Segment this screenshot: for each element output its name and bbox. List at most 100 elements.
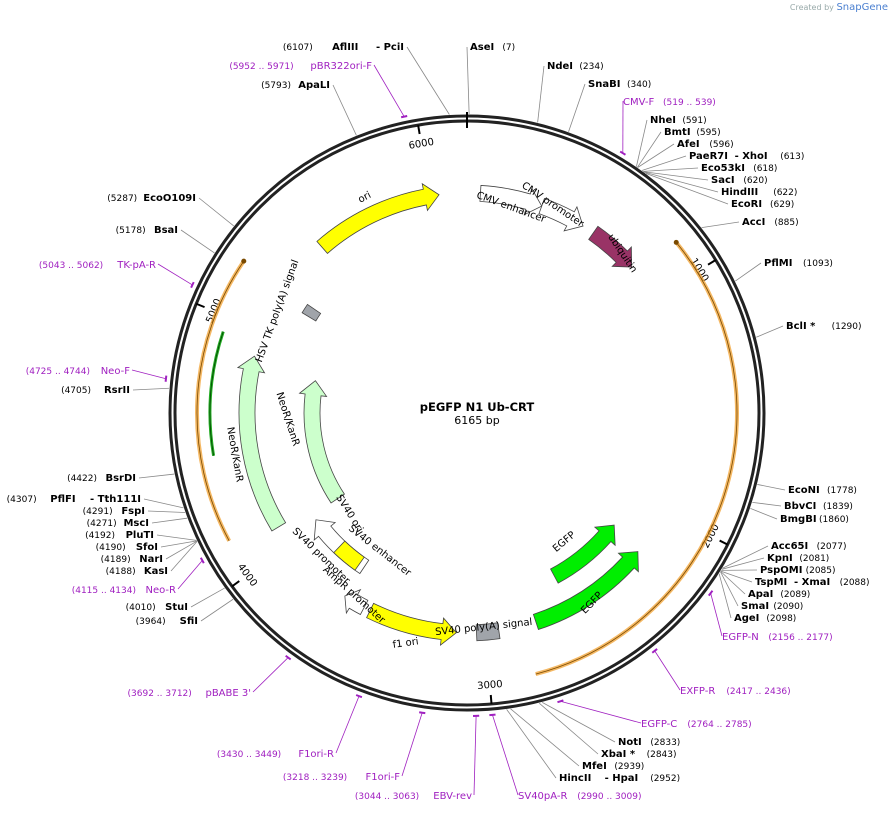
site-leader-KasI bbox=[170, 541, 198, 572]
site-leader-SmaI bbox=[720, 571, 739, 607]
site-num-PflFI: (4307) bbox=[7, 495, 37, 505]
site-num-SnaBI: (340) bbox=[627, 80, 651, 90]
site-label-BbvCI: BbvCI bbox=[784, 501, 816, 512]
site-leader-AseI bbox=[466, 46, 470, 115]
site-label-SfiI: SfiI bbox=[180, 616, 198, 627]
site-leader-FspI bbox=[147, 510, 186, 513]
primer-label-F1ori-F: F1ori-F bbox=[366, 772, 401, 783]
site-num-EcoO109I: (5287) bbox=[107, 194, 137, 204]
site-label-BsaI: BsaI bbox=[154, 225, 178, 236]
primer-mark-EGFP-N bbox=[707, 590, 714, 597]
site-label-BmtI: BmtI bbox=[664, 127, 691, 138]
site-num-Acc65I: (2077) bbox=[817, 542, 847, 552]
feature-ori bbox=[316, 182, 440, 254]
site-num-PspOMI: (2085) bbox=[806, 566, 836, 576]
site-leader-StuI bbox=[190, 587, 225, 608]
site-label-SnaBI: SnaBI bbox=[588, 79, 620, 90]
primer-num-CMV-F: (519 .. 539) bbox=[663, 98, 716, 108]
site-label-ApaLI: ApaLI bbox=[298, 80, 330, 91]
scale-tick-4000 bbox=[231, 580, 240, 588]
primer-leader-SV40pA-R bbox=[492, 714, 519, 796]
site-num-RsrII: (4705) bbox=[61, 386, 91, 396]
site-leader-EcoRI bbox=[645, 172, 729, 205]
site-leader-ApaI bbox=[720, 571, 746, 595]
site-num-Eco53kI: (618) bbox=[753, 164, 777, 174]
site-num-NheI: (591) bbox=[682, 116, 706, 126]
site-leader-SfiI bbox=[200, 598, 234, 622]
site-num-PaeR7I: (613) bbox=[780, 152, 804, 162]
feature-sv40-ori bbox=[333, 540, 365, 571]
site-label-AflIII: AflIII bbox=[332, 42, 358, 53]
site-label-BclI: BclI * bbox=[786, 321, 816, 332]
site-leader-NheI bbox=[636, 119, 648, 167]
green-orf-arc-line bbox=[209, 331, 224, 456]
primer-num-EBV-rev: (3044 .. 3063) bbox=[355, 792, 419, 802]
orf-arrow-tip-1 bbox=[241, 258, 247, 264]
site-label-FspI: FspI bbox=[121, 506, 145, 517]
primer-num-Neo-F: (4725 .. 4744) bbox=[26, 367, 90, 377]
scale-tick-3000 bbox=[489, 694, 493, 705]
feature-egfp-1 bbox=[550, 524, 616, 584]
site-label-NdeI: NdeI bbox=[547, 61, 573, 72]
primer-mark-Neo-R bbox=[199, 557, 205, 564]
site-label2-TspMI: - XmaI bbox=[794, 577, 830, 588]
primer-num-TK-pA-R: (5043 .. 5062) bbox=[39, 261, 103, 271]
site-leader-BsrDI bbox=[138, 473, 175, 479]
site-leader-HincII bbox=[506, 709, 557, 779]
primer-leader-Neo-F bbox=[131, 369, 167, 380]
site-num-SmaI: (2090) bbox=[773, 602, 803, 612]
primer-leader-EGFP-N bbox=[710, 593, 723, 637]
site-leader-PaeR7I bbox=[641, 155, 687, 171]
site-leader-BsaI bbox=[180, 229, 215, 254]
site-label-Acc65I: Acc65I bbox=[771, 541, 808, 552]
site-num-BsaI: (5178) bbox=[116, 226, 146, 236]
site-num-MfeI: (2939) bbox=[614, 762, 644, 772]
primer-num-pBABE-3: (3692 .. 3712) bbox=[128, 689, 192, 699]
scale-tick-1000 bbox=[707, 259, 717, 266]
site-leader-SnaBI bbox=[568, 83, 586, 132]
site-num-BbvCI: (1839) bbox=[823, 502, 853, 512]
site-label-HindIII: HindIII bbox=[721, 187, 758, 198]
site-label-SmaI: SmaI bbox=[741, 601, 769, 612]
site-label-PaeR7I: PaeR7I bbox=[689, 151, 728, 162]
site-label-HincII: HincII bbox=[559, 773, 591, 784]
site-num-SfiI: (3964) bbox=[136, 617, 166, 627]
primer-leader-pBABE-3 bbox=[252, 657, 289, 693]
site-label-EcoO109I: EcoO109I bbox=[143, 193, 196, 204]
site-label-AfeI: AfeI bbox=[677, 139, 700, 150]
site-leader-TspMI bbox=[720, 570, 753, 583]
site-leader-NdeI bbox=[537, 65, 545, 123]
site-leader-BmtI bbox=[637, 131, 662, 168]
site-num-AccI: (885) bbox=[774, 218, 798, 228]
site-num-KpnI: (2081) bbox=[799, 554, 829, 564]
site-label-ApaI: ApaI bbox=[748, 589, 773, 600]
site-num-MscI: (4271) bbox=[87, 519, 117, 529]
primer-label-Neo-R: Neo-R bbox=[146, 585, 177, 596]
primer-mark-CMV-F bbox=[619, 150, 626, 156]
site-num-SfoI: (4190) bbox=[96, 543, 126, 553]
site-num-EcoNI: (1778) bbox=[827, 486, 857, 496]
site-label-MfeI: MfeI bbox=[582, 761, 607, 772]
feature-label-ori: ori bbox=[356, 190, 373, 206]
site-label-AccI: AccI bbox=[742, 217, 765, 228]
site-num-NarI: (4189) bbox=[101, 555, 131, 565]
site-label-BsrDI: BsrDI bbox=[105, 473, 136, 484]
site-leader-HindIII bbox=[643, 171, 719, 193]
site-label-PflFI: PflFI bbox=[50, 494, 75, 505]
site-label-AgeI: AgeI bbox=[734, 613, 759, 624]
primer-label-EXFP-R: EXFP-R bbox=[680, 686, 715, 697]
site-label-EcoNI: EcoNI bbox=[788, 485, 820, 496]
orf-arc-line-0 bbox=[535, 242, 738, 675]
feature-label-ampr-promoter: AmpR promoter bbox=[320, 564, 387, 626]
primer-num-Neo-R: (4115 .. 4134) bbox=[72, 586, 136, 596]
primer-label-F1ori-R: F1ori-R bbox=[298, 749, 334, 760]
snapgene-credit: Created by SnapGene bbox=[789, 2, 888, 13]
site-label-KasI: KasI bbox=[144, 566, 168, 577]
feature-label-egfp-1: EGFP bbox=[551, 530, 578, 555]
feature-hsv-tk-polya bbox=[301, 303, 322, 322]
site-num-ApaLI: (5793) bbox=[261, 81, 291, 91]
site-num-PluTI: (4192) bbox=[85, 531, 115, 541]
site-num-KasI: (4188) bbox=[106, 567, 136, 577]
site-num-XbaI: (2843) bbox=[647, 750, 677, 760]
